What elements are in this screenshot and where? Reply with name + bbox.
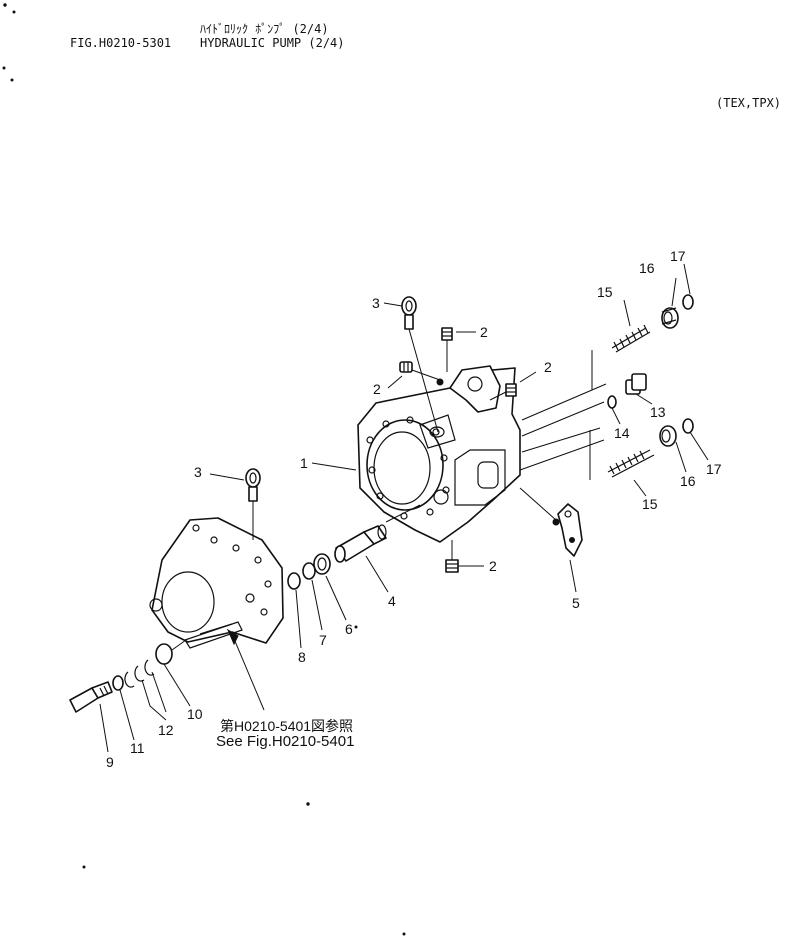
- spring-lower: [607, 449, 655, 478]
- callout-7: 7: [319, 632, 327, 648]
- callout-3-upper: 3: [372, 295, 380, 311]
- washer-11: [112, 675, 124, 691]
- pump-body: [357, 365, 521, 543]
- callout-4: 4: [388, 593, 396, 609]
- plug-upper: [441, 327, 453, 341]
- callout-3-lower: 3: [194, 464, 202, 480]
- oring-14: [607, 395, 617, 409]
- reference-arrow: [226, 628, 239, 646]
- lever: [552, 503, 583, 557]
- callout-6: 6: [345, 621, 353, 637]
- callout-8: 8: [298, 649, 306, 665]
- bushing: [313, 553, 331, 575]
- callout-14: 14: [614, 425, 630, 441]
- eye-bolt-upper: [401, 296, 417, 330]
- title-english: HYDRAULIC PUMP (2/4): [200, 36, 345, 50]
- callout-13: 13: [650, 404, 666, 420]
- washer-set-12: [124, 659, 155, 688]
- plug-left: [399, 361, 413, 373]
- model-note: (TEX,TPX): [716, 96, 782, 110]
- callout-2-left: 2: [373, 381, 381, 397]
- callout-2-upper: 2: [480, 324, 488, 340]
- callout-10: 10: [187, 706, 203, 722]
- reference-jp: 第H0210-5401図参照: [220, 718, 354, 734]
- figure-id: FIG.H0210-5301: [70, 36, 172, 50]
- ring-8: [287, 572, 301, 590]
- end-cover: [149, 517, 284, 649]
- oring-upper: [682, 294, 694, 310]
- callout-2-right: 2: [544, 359, 552, 375]
- shaft: [334, 524, 387, 563]
- leader-lines: [99, 263, 709, 753]
- callout-1: 1: [300, 455, 308, 471]
- callout-9: 9: [106, 754, 114, 770]
- callout-5: 5: [572, 595, 580, 611]
- scan-specks: [2, 3, 406, 936]
- cover-bolt-holes: [192, 524, 272, 616]
- cap-upper: [661, 307, 679, 329]
- callout-17-upper: 17: [670, 248, 686, 264]
- callout-17-lower: 17: [706, 461, 722, 477]
- callout-15-lower: 15: [642, 496, 658, 512]
- spring-upper: [611, 324, 651, 353]
- plug-bottom: [445, 559, 459, 573]
- callout-2-bottom: 2: [489, 558, 497, 574]
- eye-bolt-lower: [245, 468, 261, 502]
- callout-labels: 1 2 2 2 2 3 3 4 5 6 7 8 9 10 11 12 13 14…: [106, 248, 722, 770]
- callout-16-lower: 16: [680, 473, 696, 489]
- title-japanese: ﾊｲﾄﾞﾛﾘｯｸ ﾎﾟﾝﾌﾟ (2/4): [200, 22, 329, 36]
- cap-lower: [659, 425, 677, 447]
- plug-13: [625, 373, 647, 395]
- reference-en: See Fig.H0210-5401: [216, 733, 355, 750]
- callout-15-upper: 15: [597, 284, 613, 300]
- bolt: [69, 681, 113, 713]
- ring-7: [302, 562, 316, 580]
- plug-right: [505, 383, 517, 397]
- callout-11: 11: [130, 740, 145, 756]
- callout-16-upper: 16: [639, 260, 655, 276]
- oring-lower: [682, 418, 694, 434]
- collar-10: [155, 643, 173, 665]
- callout-12: 12: [158, 722, 174, 738]
